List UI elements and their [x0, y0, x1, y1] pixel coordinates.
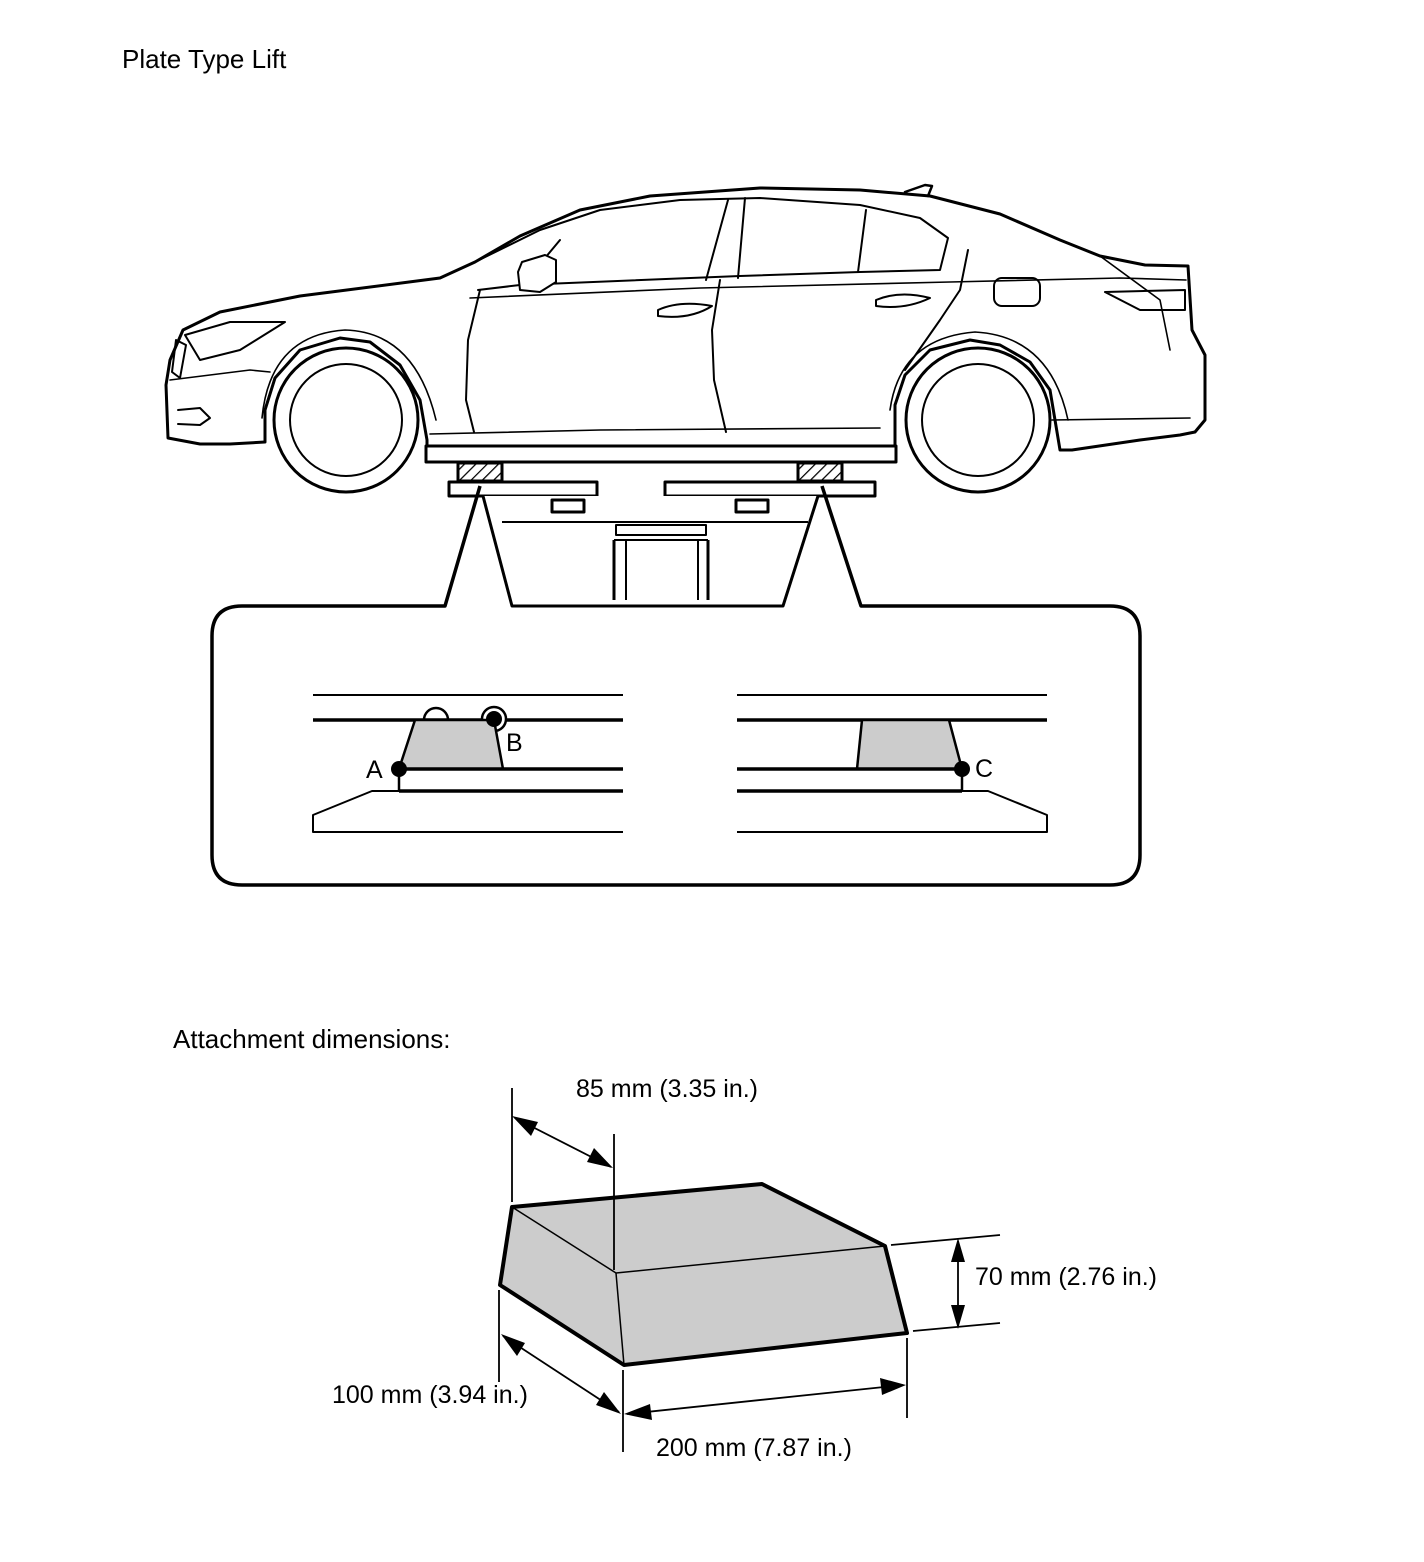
- dim-top-depth: 85 mm (3.35 in.): [576, 1075, 759, 1103]
- dim-length: 200 mm (7.87 in.): [656, 1434, 852, 1462]
- front-wheel: [272, 346, 420, 494]
- point-b-dot: [486, 711, 502, 727]
- rear-wheel: [904, 346, 1052, 494]
- point-c-dot: [954, 761, 970, 777]
- plate-lift: [447, 461, 877, 608]
- front-attachment-block: [397, 718, 505, 771]
- point-a-dot: [391, 761, 407, 777]
- point-a-label: A: [366, 756, 383, 784]
- detail-rear-attachment: [737, 694, 1048, 833]
- detail-front-attachment: [312, 694, 623, 833]
- front-attachment: [456, 461, 504, 483]
- dim-width: 100 mm (3.94 in.): [332, 1381, 528, 1409]
- front-lift-plate: [447, 480, 599, 498]
- detail-callout: [210, 485, 1142, 887]
- rear-attachment: [796, 461, 844, 483]
- diagram-title: Plate Type Lift: [122, 44, 287, 74]
- car-window-line: [474, 197, 949, 291]
- car-illustration: [164, 183, 1207, 494]
- rear-attachment-block: [855, 718, 964, 771]
- point-c-label: C: [975, 755, 994, 783]
- callout-outline: [210, 485, 1142, 887]
- attachment-heading: Attachment dimensions:: [173, 1024, 451, 1054]
- dimension-arrows: [501, 1116, 965, 1420]
- block-outline: [498, 1182, 909, 1367]
- attachment-block-3d: [498, 1182, 909, 1367]
- dim-height: 70 mm (2.76 in.): [975, 1263, 1158, 1291]
- rear-lift-plate: [663, 480, 877, 498]
- point-b-label: B: [506, 729, 523, 757]
